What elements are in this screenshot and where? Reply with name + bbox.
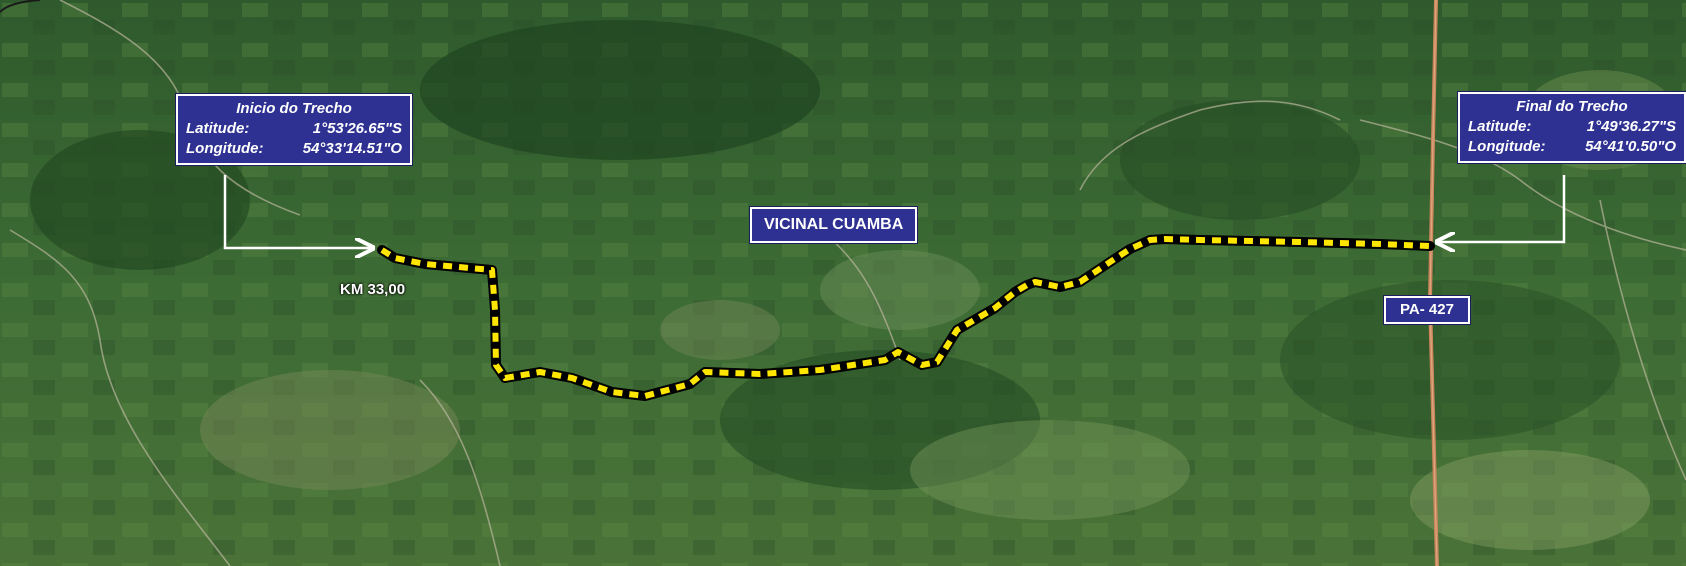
start-leader-line	[223, 175, 373, 248]
end-coordinates-box: Final do Trecho Latitude: 1°49'36.27"S L…	[1458, 92, 1686, 163]
terrain-patches	[30, 20, 1680, 550]
end-latitude-value: 1°49'36.27"S	[1586, 118, 1676, 135]
end-latitude-row: Latitude: 1°49'36.27"S	[1468, 117, 1676, 137]
km-marker-label: KM 33,00	[340, 281, 406, 298]
start-coordinates-box: Inicio do Trecho Latitude: 1°53'26.65"S …	[176, 94, 412, 165]
start-longitude-label: Longitude:	[186, 140, 264, 157]
end-longitude-value: 54°41'0.50"O	[1585, 138, 1676, 155]
start-latitude-value: 1°53'26.65"S	[312, 120, 402, 137]
route-vicinal-cuamba	[377, 234, 1435, 401]
end-latitude-label: Latitude:	[1468, 118, 1532, 135]
start-longitude-row: Longitude: 54°33'14.51"O	[186, 139, 402, 159]
start-latitude-row: Latitude: 1°53'26.65"S	[186, 119, 402, 139]
highway-label: PA- 427	[1384, 296, 1470, 324]
start-longitude-value: 54°33'14.51"O	[302, 140, 402, 157]
start-box-title: Inicio do Trecho	[236, 100, 352, 117]
end-leader-line	[1437, 175, 1566, 242]
frame-corner	[0, 0, 41, 13]
start-latitude-label: Latitude:	[186, 120, 250, 137]
end-longitude-row: Longitude: 54°41'0.50"O	[1468, 137, 1676, 157]
end-longitude-label: Longitude:	[1468, 138, 1546, 155]
end-box-title: Final do Trecho	[1516, 98, 1628, 115]
road-name-label: VICINAL CUAMBA	[750, 207, 918, 243]
